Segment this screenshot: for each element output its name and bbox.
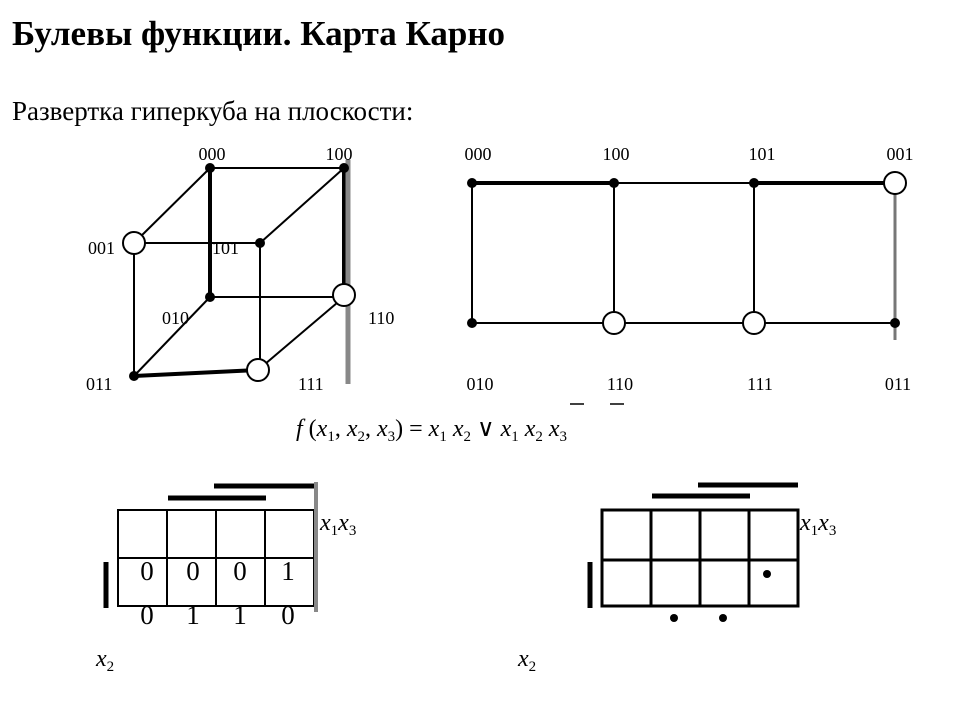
unfolded-label-top: 101 (749, 144, 776, 164)
karnaugh-cell: 0 (233, 556, 247, 586)
karnaugh-map-right: x1x3 x2 (517, 482, 836, 675)
cube-edge (257, 296, 345, 371)
cube-label-001: 001 (88, 238, 115, 258)
karnaugh-top-vars: x1x3 (319, 510, 356, 539)
unfolded-label-bottom: 110 (607, 374, 633, 394)
cube-vertex-open (122, 231, 146, 255)
cube-label-011: 011 (86, 374, 112, 394)
cube-edge (133, 296, 211, 377)
cube-vertex-open (246, 358, 270, 382)
karnaugh-cell: 1 (233, 600, 247, 630)
unfolded-vertices (467, 171, 907, 335)
boolean-formula: f (x1, x2, x3) = x1 x2 ∨ x1 x2 x3 (296, 416, 567, 445)
unfolded-label-bottom: 111 (747, 374, 773, 394)
cube-vertices (122, 163, 356, 382)
cube-label-000: 000 (199, 144, 226, 164)
cube-vertex-filled (339, 163, 349, 173)
unfolded-vertex-open (742, 311, 766, 335)
unfolded-vertex-filled (467, 178, 477, 188)
cube-vertex-filled (129, 371, 139, 381)
unfolded-vertex-labels: 000 100 101 001 010 110 111 011 (465, 144, 914, 394)
cube-label-101: 101 (212, 238, 239, 258)
unfolded-vertex-filled (749, 178, 759, 188)
cube-edge (133, 167, 211, 244)
karnaugh-cell: 1 (281, 556, 295, 586)
page-title: Булевы функции. Карта Карно (12, 14, 506, 53)
cube-vertex-filled (205, 292, 215, 302)
unfolded-label-top: 001 (887, 144, 914, 164)
karnaugh-mark-dot (719, 614, 727, 622)
unfolded-label-top: 000 (465, 144, 492, 164)
page-subtitle: Развертка гиперкуба на плоскости: (12, 96, 414, 126)
karnaugh-mark-dot (670, 614, 678, 622)
cube-label-100: 100 (326, 144, 353, 164)
cube-vertex-open (332, 283, 356, 307)
unfolded-diagram (471, 181, 897, 340)
cube-vertex-filled (255, 238, 265, 248)
cube-label-010: 010 (162, 308, 189, 328)
unfolded-label-bottom: 010 (467, 374, 494, 394)
cube-label-111: 111 (298, 374, 324, 394)
karnaugh-mark-dot (763, 570, 771, 578)
karnaugh-cell: 0 (140, 556, 154, 586)
unfolded-vertex-filled (467, 318, 477, 328)
cube-vertex-filled (205, 163, 215, 173)
karnaugh-cell: 0 (281, 600, 295, 630)
karnaugh-side-var: x2 (517, 646, 536, 675)
karnaugh-cell: 0 (140, 600, 154, 630)
cube-vertex-labels: 000 100 001 101 010 110 011 111 (86, 144, 394, 394)
unfolded-vertex-filled (609, 178, 619, 188)
unfolded-vertex-open (883, 171, 907, 195)
karnaugh-top-vars: x1x3 (799, 510, 836, 539)
cube-label-110: 110 (368, 308, 394, 328)
cube-diagram (133, 160, 351, 384)
cube-edge (259, 167, 345, 244)
unfolded-label-bottom: 011 (885, 374, 911, 394)
karnaugh-map-left: 0 0 0 1 0 1 1 0 x1x3 x2 (95, 482, 356, 675)
karnaugh-cell: 0 (186, 556, 200, 586)
karnaugh-cell: 1 (186, 600, 200, 630)
unfolded-label-top: 100 (603, 144, 630, 164)
unfolded-vertex-filled (890, 318, 900, 328)
cube-edge (133, 368, 259, 378)
karnaugh-side-var: x2 (95, 646, 114, 675)
unfolded-vertex-open (602, 311, 626, 335)
